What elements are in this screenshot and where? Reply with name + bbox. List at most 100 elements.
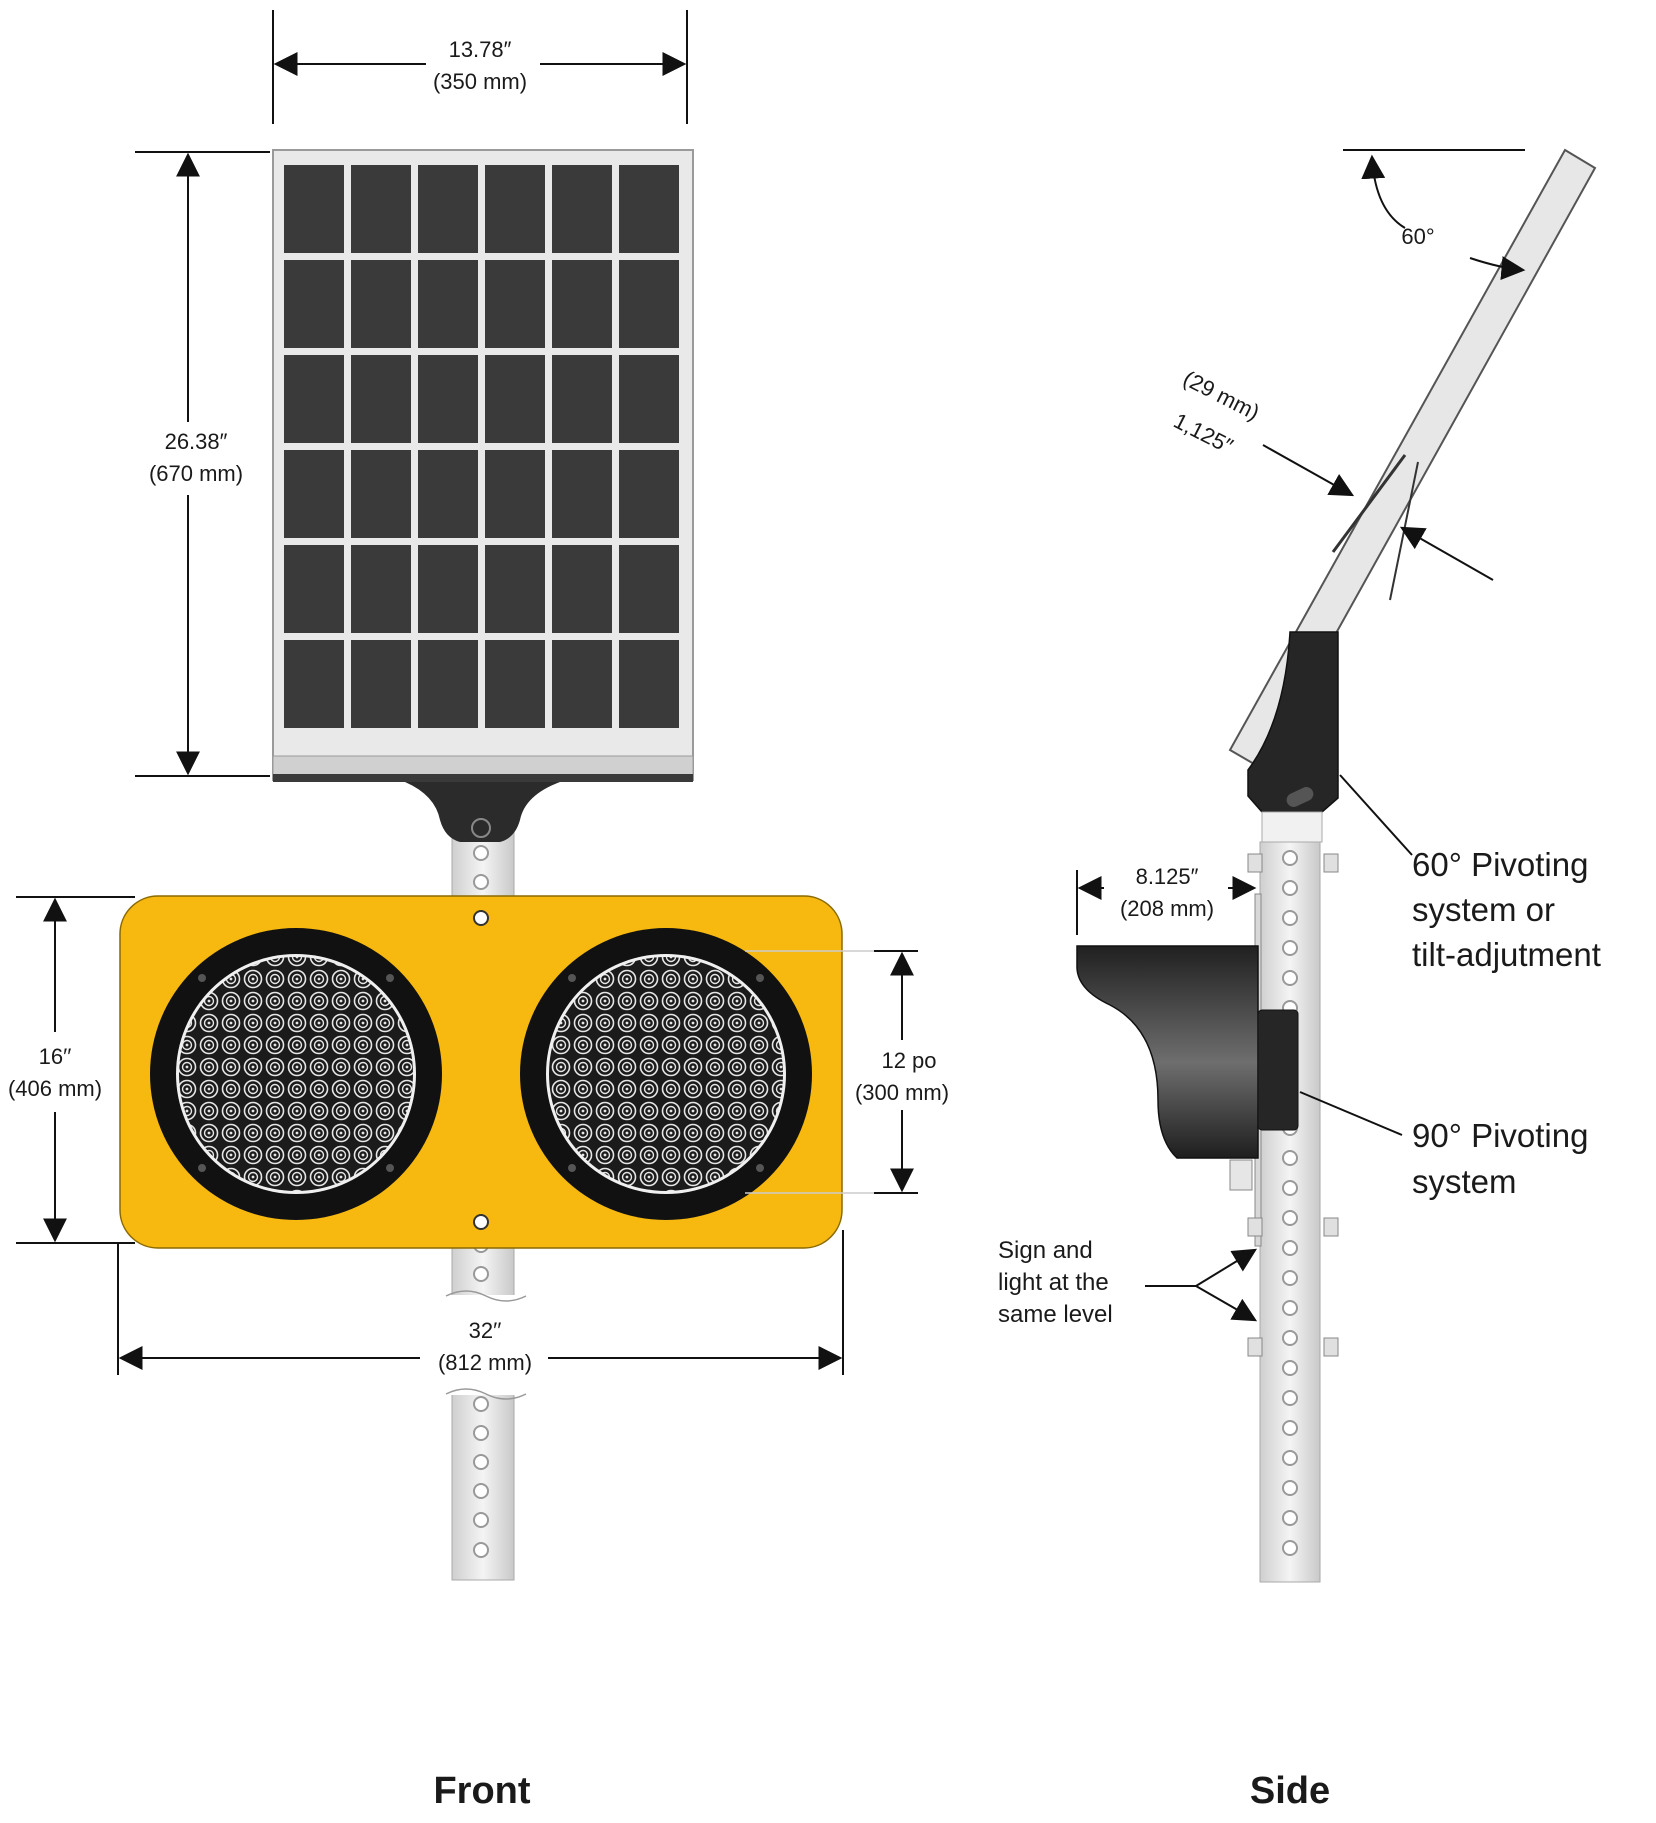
post-hole bbox=[1282, 1510, 1298, 1526]
post-hole bbox=[473, 845, 489, 861]
panel-mount-bracket bbox=[405, 782, 560, 842]
sign-width-in: 32′′ bbox=[469, 1318, 502, 1343]
mount-bolt bbox=[471, 818, 491, 838]
solar-cell bbox=[485, 165, 545, 253]
solar-cell bbox=[284, 165, 344, 253]
solar-cell bbox=[351, 545, 411, 633]
post-hole bbox=[1282, 1210, 1298, 1226]
light-right bbox=[520, 928, 812, 1220]
post-hole bbox=[473, 1425, 489, 1441]
solar-panel-front bbox=[272, 149, 694, 782]
solar-cell bbox=[619, 165, 679, 253]
solar-cell bbox=[485, 260, 545, 348]
post-hole bbox=[1282, 1270, 1298, 1286]
post-hole bbox=[1282, 1540, 1298, 1556]
post-hole bbox=[1282, 1330, 1298, 1346]
solar-cell bbox=[418, 355, 478, 443]
side-view: 60° (29 mm) 1,125″ 8.125″ (208 mm) 60° P… bbox=[998, 148, 1601, 1812]
solar-cell bbox=[418, 545, 478, 633]
post-hole bbox=[1282, 880, 1298, 896]
solar-cell bbox=[485, 450, 545, 538]
solar-cell bbox=[351, 165, 411, 253]
post-hole bbox=[1282, 850, 1298, 866]
front-view-label: Front bbox=[433, 1770, 530, 1812]
solar-cell bbox=[619, 355, 679, 443]
side-view-label: Side bbox=[1250, 1770, 1330, 1812]
solar-cell bbox=[351, 640, 411, 728]
light-left bbox=[150, 928, 442, 1220]
solar-cell bbox=[418, 260, 478, 348]
tilt-angle-label: 60° bbox=[1401, 224, 1434, 249]
post-hole bbox=[1282, 1450, 1298, 1466]
callout-90-line-1: 90° Pivoting bbox=[1412, 1117, 1588, 1154]
solar-cell bbox=[619, 545, 679, 633]
post-hole bbox=[473, 1266, 489, 1282]
solar-cell bbox=[619, 450, 679, 538]
solar-cell bbox=[552, 165, 612, 253]
solar-cell bbox=[284, 260, 344, 348]
solar-cell bbox=[619, 260, 679, 348]
front-view: 13.78″ (350 mm) 26.38″ (670 mm) 16′′ (40… bbox=[8, 10, 949, 1812]
solar-cell bbox=[418, 165, 478, 253]
solar-cell bbox=[485, 640, 545, 728]
solar-cell bbox=[619, 640, 679, 728]
post-hole bbox=[473, 1512, 489, 1528]
post-hole bbox=[1282, 1180, 1298, 1196]
callout-level-line-3: same level bbox=[998, 1301, 1113, 1328]
callout-60-line-1: 60° Pivoting bbox=[1412, 846, 1588, 883]
callout-60-pivoting: 60° Pivoting system or tilt-adjutment bbox=[1339, 774, 1601, 973]
post-hole bbox=[473, 1483, 489, 1499]
post-hole bbox=[1282, 1480, 1298, 1496]
light-diameter-mm: (300 mm) bbox=[855, 1080, 949, 1105]
panel-width-in: 13.78″ bbox=[449, 37, 512, 62]
panel-height-in: 26.38″ bbox=[165, 429, 228, 454]
panel-height-mm: (670 mm) bbox=[149, 461, 243, 486]
post-hole bbox=[473, 1396, 489, 1412]
sign-height-mm: (406 mm) bbox=[8, 1076, 102, 1101]
solar-cell bbox=[552, 640, 612, 728]
solar-cell bbox=[284, 450, 344, 538]
light-diameter-in: 12 po bbox=[881, 1048, 936, 1073]
post-hole bbox=[1282, 1150, 1298, 1166]
solar-cell bbox=[351, 355, 411, 443]
dim-tilt-angle: 60° bbox=[1343, 149, 1526, 281]
solar-cell bbox=[284, 355, 344, 443]
callout-level-line-2: light at the bbox=[998, 1269, 1109, 1296]
post-hole bbox=[1282, 1300, 1298, 1316]
solar-cell bbox=[351, 260, 411, 348]
post-hole bbox=[1282, 1240, 1298, 1256]
post-hole bbox=[473, 874, 489, 890]
dim-panel-width: 13.78″ (350 mm) bbox=[272, 10, 688, 124]
sign-height-in: 16′′ bbox=[39, 1044, 72, 1069]
sign-width-mm: (812 mm) bbox=[438, 1350, 532, 1375]
dim-sign-width: 32′′ (812 mm) bbox=[117, 1230, 844, 1375]
dim-panel-height: 26.38″ (670 mm) bbox=[135, 151, 270, 777]
side-post bbox=[1259, 841, 1321, 1583]
post-hole bbox=[1282, 910, 1298, 926]
depth-mm: (208 mm) bbox=[1120, 896, 1214, 921]
pivot-box bbox=[1257, 1009, 1299, 1131]
light-housing-side bbox=[1076, 945, 1259, 1159]
solar-cell bbox=[552, 355, 612, 443]
post-hole bbox=[1282, 1390, 1298, 1406]
dim-light-depth: 8.125″ (208 mm) bbox=[1076, 864, 1257, 935]
depth-in: 8.125″ bbox=[1136, 864, 1199, 889]
post-hole bbox=[1282, 1360, 1298, 1376]
solar-cell bbox=[552, 545, 612, 633]
post-hole bbox=[473, 1542, 489, 1558]
solar-cell bbox=[485, 355, 545, 443]
solar-cell bbox=[552, 260, 612, 348]
callout-90-pivoting: 90° Pivoting system bbox=[1299, 1091, 1588, 1200]
callout-60-line-2: system or bbox=[1412, 891, 1555, 928]
solar-cell bbox=[418, 450, 478, 538]
post-hole bbox=[1282, 970, 1298, 986]
post-hole bbox=[1282, 940, 1298, 956]
solar-cell bbox=[418, 640, 478, 728]
callout-same-level: Sign and light at the same level bbox=[998, 1237, 1258, 1328]
callout-90-line-2: system bbox=[1412, 1163, 1517, 1200]
solar-cell bbox=[351, 450, 411, 538]
callout-60-line-3: tilt-adjutment bbox=[1412, 936, 1601, 973]
dim-sign-height: 16′′ (406 mm) bbox=[8, 896, 135, 1244]
solar-cell bbox=[485, 545, 545, 633]
